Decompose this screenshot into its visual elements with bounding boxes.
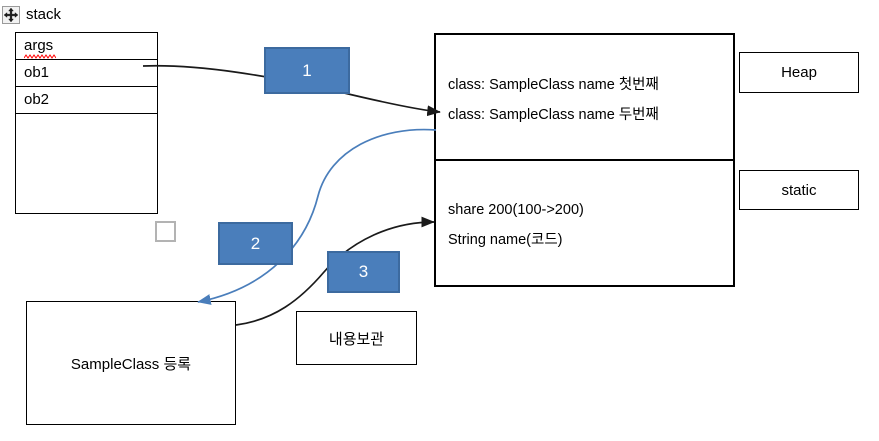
move-handle-icon[interactable] xyxy=(2,6,20,24)
static-field-line: String name(코드) xyxy=(448,232,563,248)
step-box-2[interactable]: 2 xyxy=(218,222,293,265)
stack-title: stack xyxy=(26,6,62,23)
static-field-line: share 200(100->200) xyxy=(448,202,584,218)
sampleclass-register-box: SampleClass 등록 xyxy=(26,301,236,425)
heap-object-line: class: SampleClass name 두번째 xyxy=(448,107,659,123)
static-region-label: static xyxy=(739,170,859,210)
move-4way-icon xyxy=(3,7,19,23)
heap-object-line: class: SampleClass name 첫번째 xyxy=(448,77,659,93)
stack-row: ob2 xyxy=(16,87,157,114)
step-box-1[interactable]: 1 xyxy=(264,47,350,94)
stack-row: args xyxy=(16,33,157,60)
heap-static-divider xyxy=(434,159,735,161)
heap-region-label: Heap xyxy=(739,52,859,93)
stack-row-label: ob2 xyxy=(24,91,50,108)
stack-row: ob1 xyxy=(16,60,157,87)
stack-table: args ob1 ob2 xyxy=(15,32,158,214)
memo-box: 내용보관 xyxy=(296,311,417,365)
resize-handle[interactable] xyxy=(155,221,176,242)
stack-row-label: args xyxy=(24,37,54,54)
spelling-squiggle-icon xyxy=(24,54,56,59)
step-box-3[interactable]: 3 xyxy=(327,251,400,293)
stack-row-label: ob1 xyxy=(24,64,50,81)
arrow-heap-to-sampleclass xyxy=(197,128,437,305)
